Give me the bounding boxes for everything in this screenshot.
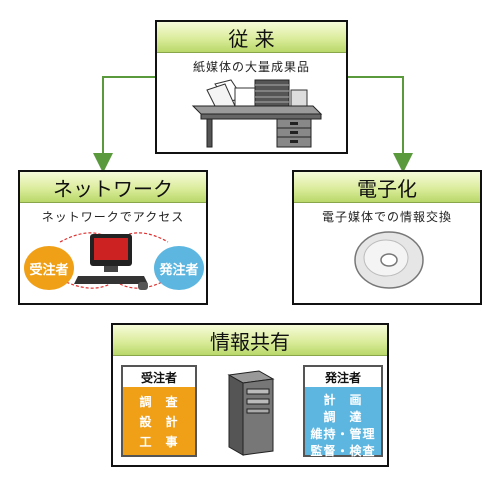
network-title: ネットワーク <box>20 172 206 203</box>
client-item: 計 画 <box>323 393 363 407</box>
sharing-panel: 情報共有 受注者 調 査 設 計 工 事 発注者 計 画 調 達 維持・管理 監… <box>111 323 389 467</box>
digital-title: 電子化 <box>294 172 480 203</box>
arrow-to-digital <box>348 76 413 173</box>
arrow-to-network <box>93 76 155 173</box>
network-client-bubble: 発注者 <box>154 246 204 290</box>
network-subtitle: ネットワークでアクセス <box>41 210 185 224</box>
client-label: 発注者 <box>305 367 381 387</box>
contractor-item: 調 査 <box>139 395 179 409</box>
client-item: 維持・管理 <box>310 427 376 441</box>
network-exchange-icon <box>59 232 169 290</box>
network-contractor-bubble: 受注者 <box>24 246 74 290</box>
conventional-panel: 従 来 紙媒体の大量成果品 <box>155 20 348 154</box>
digital-panel: 電子化 電子媒体での情報交換 <box>292 170 482 305</box>
contractor-item: 工 事 <box>139 435 179 449</box>
client-box: 発注者 計 画 調 達 維持・管理 監督・検査 <box>303 365 383 458</box>
desk-with-papers-icon <box>191 79 323 148</box>
contractor-item: 設 計 <box>139 415 179 429</box>
client-item: 監督・検査 <box>310 444 376 458</box>
digital-subtitle: 電子媒体での情報交換 <box>321 210 452 224</box>
optical-disc-icon <box>354 231 424 289</box>
contractor-label: 受注者 <box>123 367 195 387</box>
contractor-box: 受注者 調 査 設 計 工 事 <box>121 365 197 457</box>
conventional-subtitle: 紙媒体の大量成果品 <box>192 60 310 74</box>
server-tower-icon <box>227 370 275 456</box>
conventional-title: 従 来 <box>157 22 346 53</box>
client-item: 調 達 <box>323 410 363 424</box>
sharing-title: 情報共有 <box>113 325 387 356</box>
network-panel: ネットワーク ネットワークでアクセス 受注者 発注者 <box>18 170 208 305</box>
